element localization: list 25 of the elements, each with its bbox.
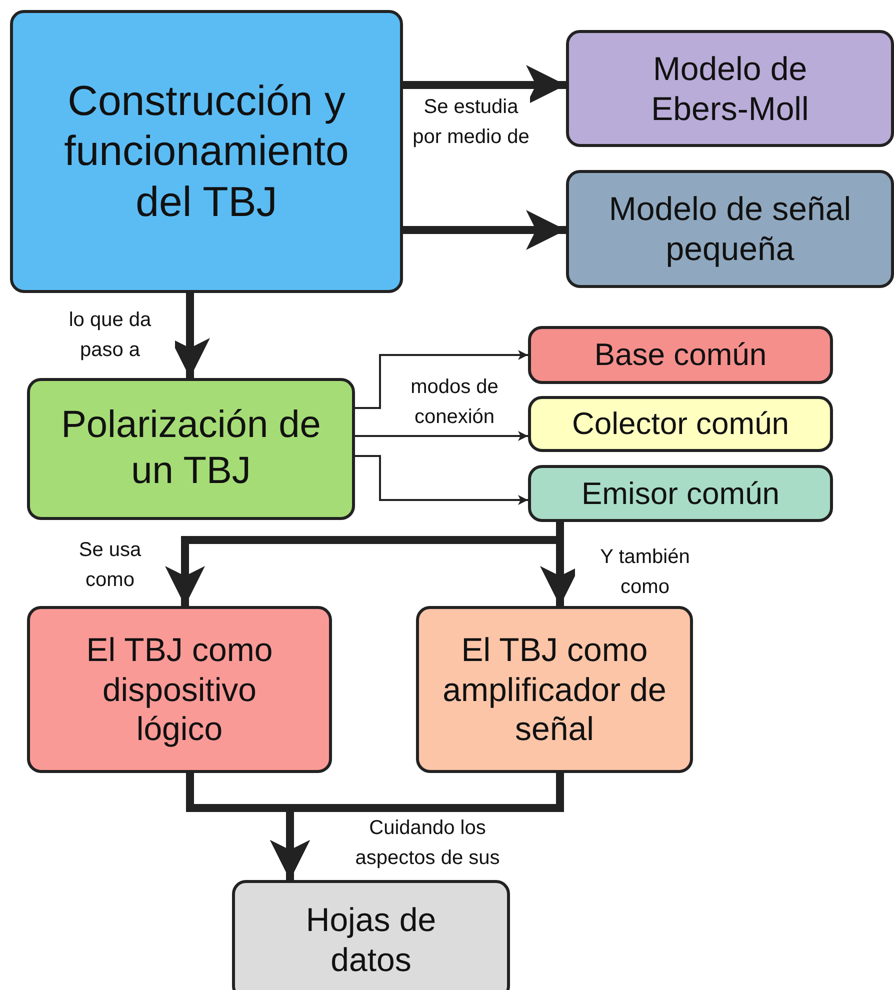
- concept-box: [27, 378, 355, 520]
- box-text: Construcción y funcionamiento del TBJ: [63, 76, 350, 227]
- box-text: Modelo de señal pequeña: [608, 189, 852, 269]
- arrow: [355, 350, 528, 409]
- concept-box: [528, 326, 833, 384]
- concept-box: [528, 465, 833, 522]
- arrow: [403, 65, 566, 105]
- concept-box: [416, 606, 693, 773]
- concept-box: [27, 606, 332, 773]
- concept-box: [566, 170, 894, 288]
- concept-box: [566, 30, 894, 147]
- box-text: Base común: [594, 336, 767, 374]
- box-text: Emisor común: [581, 474, 780, 512]
- concept-box: [232, 880, 510, 990]
- box-text: El TBJ como amplificador de señal: [442, 630, 668, 749]
- arrow: [403, 210, 566, 250]
- box-text: El TBJ como dispositivo lógico: [85, 630, 274, 749]
- box-text: Polarización de un TBJ: [60, 403, 322, 494]
- concept-box: [528, 396, 833, 452]
- concept-box: [10, 10, 403, 293]
- arrow: [355, 455, 528, 505]
- arrow: [355, 431, 528, 441]
- box-text: Modelo de Ebers-Moll: [650, 48, 810, 128]
- box-text: Colector común: [572, 405, 790, 443]
- box-text: Hojas de datos: [304, 900, 438, 980]
